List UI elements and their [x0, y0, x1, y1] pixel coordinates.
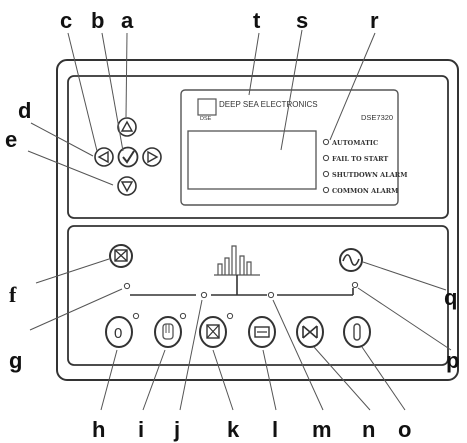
auto-mode-button[interactable] [248, 316, 276, 348]
callout-n: n [362, 417, 375, 442]
start-glyph [353, 323, 361, 341]
stop-reset-button[interactable]: 0 [105, 312, 140, 348]
nav-down-button[interactable] [117, 176, 137, 196]
upper-panel [67, 75, 449, 219]
generator-breaker-led [200, 291, 208, 299]
nav-accept-button[interactable] [117, 146, 139, 168]
led-fail-to-start [322, 154, 330, 162]
callout-p: p [446, 348, 459, 373]
model-number: DSE7320 [361, 113, 393, 122]
arrow-right-icon [147, 150, 159, 164]
led-label-shutdown-alarm: SHUTDOWN ALARM [332, 171, 407, 179]
stop-glyph: 0 [114, 325, 122, 342]
callout-o: o [398, 417, 411, 442]
generator-status [109, 244, 133, 290]
breaker-icon [302, 325, 318, 339]
generator-led [123, 282, 131, 290]
callout-leaders [27, 29, 452, 411]
callout-t: t [253, 8, 261, 33]
generator-breaker-icon [206, 324, 220, 339]
arrow-left-icon [97, 150, 109, 164]
arrow-up-icon [120, 120, 134, 132]
callout-b: b [91, 8, 104, 33]
callout-f: f [9, 282, 17, 307]
callout-g: g [9, 348, 22, 373]
callout-c: c [60, 8, 72, 33]
callout-q: q [444, 285, 457, 310]
brand-name: DEEP SEA ELECTRONICS [219, 100, 318, 109]
mains-led [351, 281, 359, 289]
mains-status [339, 248, 363, 289]
callout-m: m [312, 417, 332, 442]
lower-panel [67, 225, 449, 366]
led-common-alarm [322, 186, 330, 194]
led-label-common-alarm: COMMON ALARM [332, 187, 398, 195]
mimic-bus-line [130, 275, 354, 296]
brand-logo-box [197, 98, 217, 116]
brand-logo: DSE [200, 116, 212, 122]
callout-j: j [173, 417, 180, 442]
status-led-list: AUTOMATIC FAIL TO START SHUTDOWN ALARM C… [322, 138, 407, 195]
callout-r: r [370, 8, 379, 33]
callout-e: e [5, 127, 17, 152]
mains-breaker-button[interactable] [296, 316, 324, 348]
generator-breaker-button[interactable] [199, 312, 234, 348]
auto-icon [254, 326, 270, 338]
callout-s: s [296, 8, 308, 33]
led-label-automatic: AUTOMATIC [331, 139, 378, 147]
callout-l: l [272, 417, 278, 442]
callout-h: h [92, 417, 105, 442]
callout-a: a [121, 8, 134, 33]
checkmark-icon [122, 150, 135, 164]
led-shutdown-alarm [322, 170, 330, 178]
arrow-down-icon [120, 181, 134, 193]
manual-mode-button[interactable] [154, 312, 187, 348]
nav-left-button[interactable] [94, 147, 114, 167]
start-button[interactable] [343, 316, 371, 348]
led-automatic [322, 138, 330, 146]
hand-icon [162, 323, 174, 340]
nav-up-button[interactable] [117, 117, 137, 137]
callout-d: d [18, 98, 31, 123]
led-label-fail-to-start: FAIL TO START [332, 155, 388, 163]
callout-k: k [227, 417, 240, 442]
callout-i: i [138, 417, 144, 442]
nav-right-button[interactable] [142, 147, 162, 167]
mains-breaker-led [267, 291, 275, 299]
lcd-screen [187, 130, 317, 190]
